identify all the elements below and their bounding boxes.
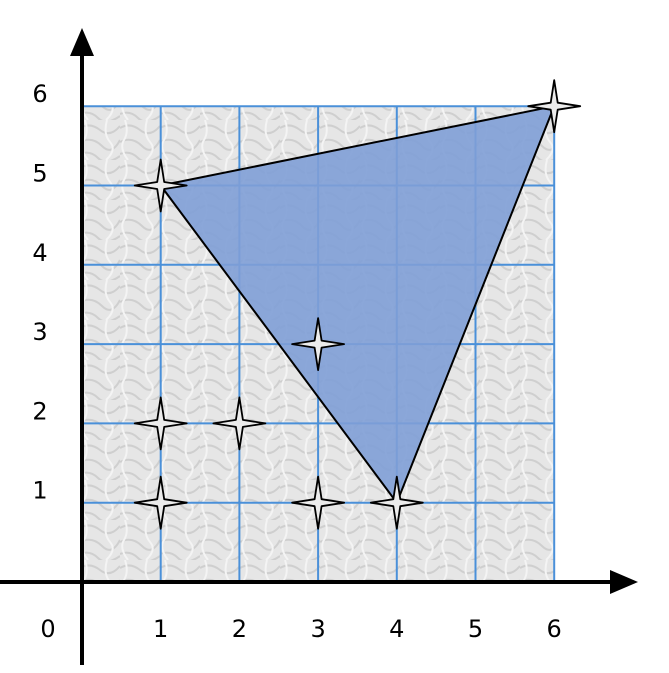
- star-point-icon: [133, 475, 188, 530]
- points: [133, 79, 582, 530]
- y-tick-label: 3: [32, 318, 47, 346]
- y-tick-label: 6: [32, 80, 47, 108]
- x-tick-label: 2: [232, 615, 247, 643]
- x-tick-label: 3: [310, 615, 325, 643]
- axes: [0, 28, 638, 665]
- x-tick-label: 6: [547, 615, 562, 643]
- star-point-icon: [291, 475, 346, 530]
- y-tick-label: 2: [32, 397, 47, 425]
- x-tick-label: 4: [389, 615, 404, 643]
- x-axis-arrow-icon: [610, 570, 638, 594]
- tick-labels: 0 1 2 3 4 5 6 1 2 3 4 5 6: [32, 80, 561, 643]
- star-point-icon: [291, 317, 346, 372]
- shaded-triangle: [158, 104, 556, 505]
- y-axis-arrow-icon: [70, 28, 94, 56]
- y-tick-label: 5: [32, 160, 47, 188]
- y-tick-label: 1: [32, 477, 47, 505]
- star-point-icon: [527, 79, 582, 134]
- star-point-icon: [133, 396, 188, 451]
- x-tick-label: 5: [468, 615, 483, 643]
- origin-label: 0: [40, 615, 55, 643]
- y-tick-label: 4: [32, 239, 47, 267]
- star-point-icon: [369, 475, 424, 530]
- x-tick-label: 1: [153, 615, 168, 643]
- star-point-icon: [133, 158, 188, 213]
- star-point-icon: [212, 396, 267, 451]
